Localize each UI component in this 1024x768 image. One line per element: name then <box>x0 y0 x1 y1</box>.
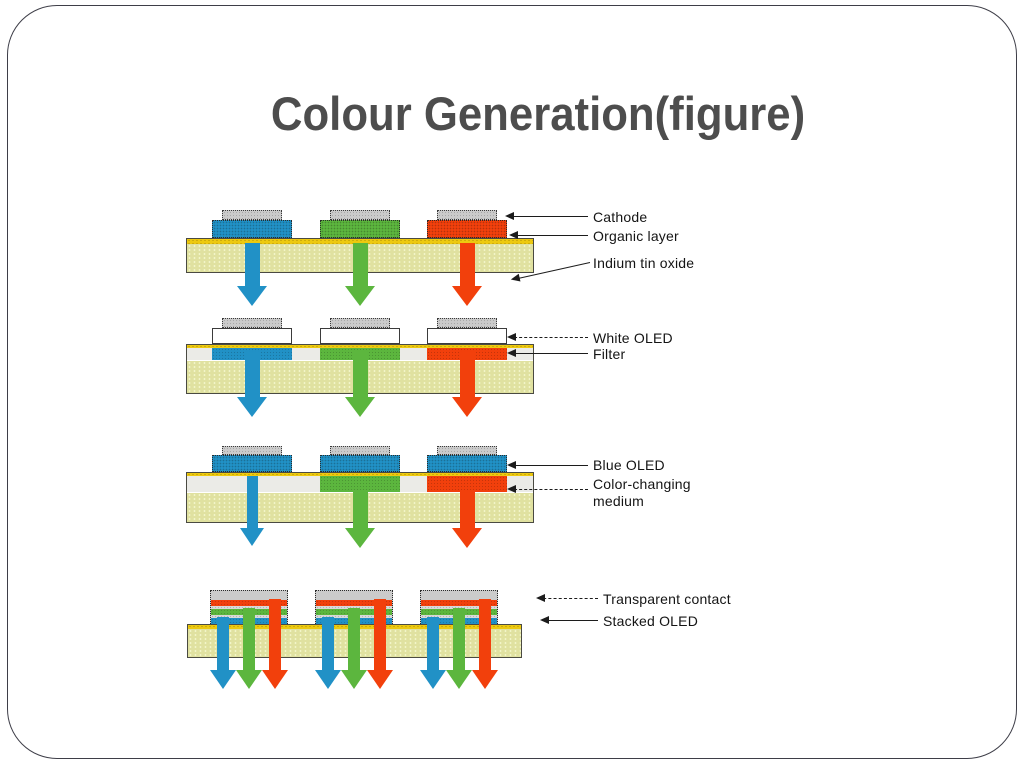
contact-layer <box>211 606 287 609</box>
cathode-cap <box>330 446 390 455</box>
ito-layer <box>187 239 533 244</box>
stacked-oled-pointer-arrow <box>540 616 598 625</box>
blue-oled-block <box>427 455 507 472</box>
blue-light-arrow-shaft <box>247 476 258 528</box>
label-organic-layer: Organic layer <box>593 228 679 244</box>
contact-layer <box>421 606 497 609</box>
red-changing-segment <box>427 476 507 492</box>
ito-layer <box>187 345 533 349</box>
green-light-arrow-head <box>345 397 375 417</box>
green-light-arrow-head <box>341 670 367 689</box>
red-light-arrow-shaft <box>460 352 475 397</box>
green-light-arrow-head <box>345 528 375 548</box>
ito-layer <box>187 473 533 477</box>
cathode-cap <box>437 446 497 455</box>
label-color-changing-medium: Color-changing medium <box>593 476 691 510</box>
green-light-arrow-head <box>236 670 262 689</box>
label-transparent-contact: Transparent contact <box>603 591 731 607</box>
label-filter: Filter <box>593 346 626 362</box>
transparent-contact-pointer-arrow <box>536 594 598 603</box>
blue-light-arrow-head <box>315 670 341 689</box>
cathode-cap <box>437 318 497 328</box>
blue-light-arrow-head <box>420 670 446 689</box>
organic-layer-pointer-arrow <box>509 231 588 240</box>
red-light-arrow-shaft <box>374 599 386 670</box>
label-blue-oled: Blue OLED <box>593 457 665 473</box>
white-oled-pointer-arrow <box>507 333 588 342</box>
red-stack-layer <box>316 600 392 606</box>
label-cathode: Cathode <box>593 209 648 225</box>
white-oled-block <box>212 328 292 344</box>
red-organic-block <box>427 220 507 238</box>
cathode-cap <box>330 318 390 328</box>
contact-layer <box>316 606 392 609</box>
blue-oled-pointer-arrow <box>507 461 588 470</box>
blue-oled-block <box>320 455 400 472</box>
red-stack-layer <box>421 600 497 606</box>
red-light-arrow-shaft <box>460 492 475 528</box>
red-light-arrow-shaft <box>460 243 475 286</box>
filter-pointer-arrow <box>507 349 588 358</box>
cathode-cap <box>222 446 282 455</box>
green-light-arrow-shaft <box>353 243 368 286</box>
cathode-cap <box>222 210 282 220</box>
blue-light-arrow-shaft <box>427 617 439 670</box>
green-light-arrow-shaft <box>353 492 368 528</box>
green-changing-segment <box>320 476 400 492</box>
label-white-oled: White OLED <box>593 330 673 346</box>
red-light-arrow-head <box>452 528 482 548</box>
blue-light-arrow-head <box>240 528 264 546</box>
red-light-arrow-head <box>452 286 482 306</box>
color-changing-pointer-arrow <box>507 485 588 494</box>
blue-light-arrow-shaft <box>217 617 229 670</box>
blue-light-arrow-shaft <box>245 352 260 397</box>
cathode-cap <box>222 318 282 328</box>
cathode-pointer-arrow <box>505 212 588 221</box>
red-light-arrow-shaft <box>479 599 491 670</box>
red-stack-layer <box>211 600 287 606</box>
label-indium-tin-oxide: Indium tin oxide <box>593 255 695 271</box>
red-light-arrow-shaft <box>269 599 281 670</box>
red-light-arrow-head <box>452 397 482 417</box>
blue-light-arrow-head <box>237 397 267 417</box>
label-stacked-oled: Stacked OLED <box>603 613 698 629</box>
blue-light-arrow-shaft <box>322 617 334 670</box>
slide-border <box>7 5 1017 759</box>
blue-light-arrow-head <box>210 670 236 689</box>
blue-light-arrow-head <box>237 286 267 306</box>
blue-light-arrow-shaft <box>245 243 260 286</box>
red-light-arrow-head <box>262 670 288 689</box>
red-light-arrow-head <box>367 670 393 689</box>
blue-organic-block <box>212 220 292 238</box>
red-light-arrow-head <box>472 670 498 689</box>
green-light-arrow-head <box>446 670 472 689</box>
cathode-cap <box>330 210 390 220</box>
green-light-arrow-shaft <box>243 608 255 670</box>
green-light-arrow-head <box>345 286 375 306</box>
green-light-arrow-shaft <box>348 608 360 670</box>
green-organic-block <box>320 220 400 238</box>
green-light-arrow-shaft <box>353 352 368 397</box>
white-oled-block <box>320 328 400 344</box>
green-light-arrow-shaft <box>453 608 465 670</box>
cathode-cap <box>437 210 497 220</box>
blue-oled-block <box>212 455 292 472</box>
white-oled-block <box>427 328 507 344</box>
slide-title: Colour Generation(figure) <box>270 87 806 140</box>
